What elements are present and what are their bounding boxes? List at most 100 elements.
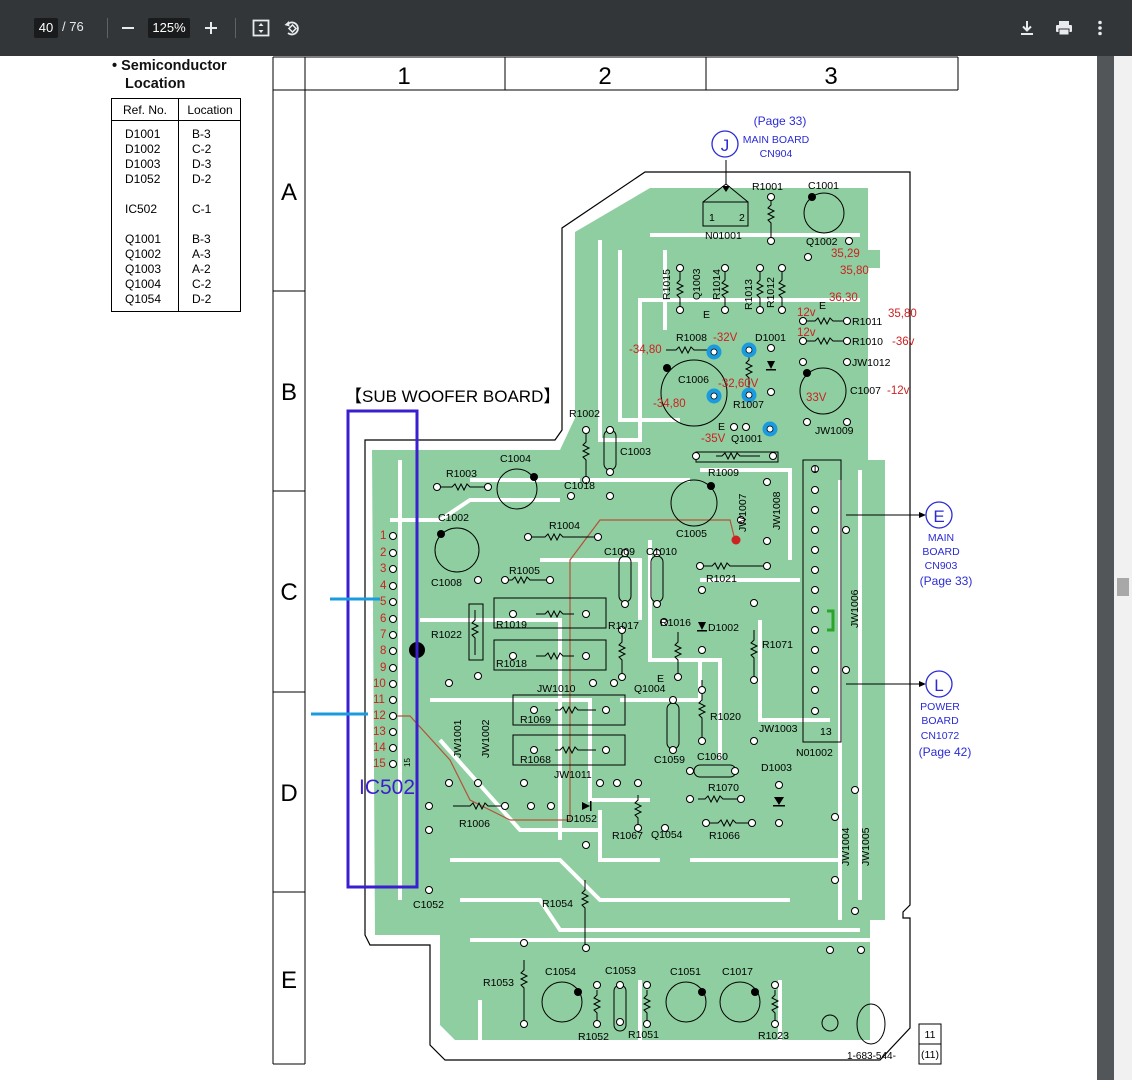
connector-j-page: (Page 33)	[754, 114, 807, 128]
voltage-label: -12v	[887, 385, 910, 397]
zoom-input[interactable]: 125%	[148, 18, 190, 38]
polarity-markers	[409, 193, 816, 996]
plus-icon	[205, 22, 217, 34]
more-actions-button[interactable]	[1088, 16, 1112, 40]
label-r1006: R1006	[459, 818, 490, 830]
document-page: • Semiconductor Location Ref. No. Locati…	[0, 56, 1097, 1080]
label-r1001: R1001	[752, 181, 783, 193]
connector-e-line1: MAIN	[928, 532, 954, 544]
label-r1011: R1011	[852, 316, 882, 328]
voltage-label: 12v	[797, 327, 816, 339]
grid-row-d: D	[280, 780, 297, 807]
download-icon	[1021, 21, 1033, 35]
label-jw1003: JW1003	[759, 723, 798, 735]
connector-l-circle	[925, 670, 953, 698]
label-jw1009: JW1009	[815, 425, 854, 437]
label-c1001: C1001	[808, 180, 839, 192]
voltage-label: 35,80	[840, 265, 869, 277]
connector-e-cn: CN903	[925, 560, 958, 572]
grid-row-c: C	[280, 579, 297, 606]
voltage-label: -32V	[713, 332, 738, 344]
connector-pads	[811, 465, 850, 715]
connector-e-circle	[925, 501, 953, 529]
download-button[interactable]	[1015, 16, 1039, 40]
label-c1005: C1005	[676, 528, 707, 540]
label-r1053: R1053	[483, 977, 514, 989]
diodes	[582, 361, 785, 811]
voltage-label: -32,60V	[718, 378, 759, 390]
table-row-loc: B-3	[192, 127, 211, 141]
label-r1012: R1012	[765, 277, 777, 308]
ic-pin-numbers: 1 2 3 4 5 6 7 8 9 10 11 12 13 14 15	[373, 530, 387, 770]
label-r1068: R1068	[520, 754, 551, 766]
probe-centers	[710, 346, 774, 433]
pin-number: 13	[373, 726, 386, 738]
table-row-loc: D-3	[192, 157, 212, 171]
label-r1051: R1051	[628, 1029, 659, 1041]
table-row-ref: Q1003	[125, 262, 162, 276]
pin-15-marker: 15	[403, 758, 412, 767]
zoom-in-button[interactable]	[199, 16, 223, 40]
label-r1066: R1066	[709, 830, 740, 842]
label-jw1005: JW1005	[860, 827, 872, 866]
grid-col-3: 3	[824, 63, 837, 90]
label-r1008: R1008	[676, 332, 707, 344]
label-c1052: C1052	[413, 899, 444, 911]
table-row-ref: D1002	[125, 142, 161, 156]
label-q1002: Q1002	[806, 236, 838, 248]
label-r1016: R1016	[660, 617, 691, 629]
connector-l-line1: POWER	[920, 701, 960, 713]
label-r1017: R1017	[608, 620, 639, 632]
zoom-out-button[interactable]	[116, 16, 140, 40]
label-c1053: C1053	[605, 965, 636, 977]
green-bracket	[827, 609, 835, 632]
label-c1006: C1006	[678, 374, 709, 386]
table-row-loc: A-2	[192, 262, 211, 276]
label-jw1011: JW1011	[554, 769, 592, 781]
label-r1009: R1009	[708, 467, 739, 479]
connector-j-board: MAIN BOARD	[743, 134, 810, 146]
voltage-label: -35V	[701, 433, 726, 445]
part-number: 1-683-544-	[847, 1051, 896, 1062]
label-c1018: C1018	[564, 480, 595, 492]
print-button[interactable]	[1052, 16, 1076, 40]
pin-number: 15	[373, 758, 386, 770]
voltage-label: 35,29	[831, 248, 860, 260]
grid-frame	[272, 56, 959, 1065]
scrollbar[interactable]	[1114, 56, 1132, 1080]
ic-highlight-box	[346, 409, 419, 889]
label-r1054: R1054	[542, 898, 573, 910]
connector-e-page: (Page 33)	[920, 574, 973, 588]
pin-number: 7	[380, 629, 386, 641]
voltage-label: 12v	[797, 307, 816, 319]
rotate-button[interactable]	[280, 16, 304, 40]
table-row-ref: Q1054	[125, 292, 162, 306]
ic-pads	[389, 532, 397, 768]
label-r1002: R1002	[569, 408, 600, 420]
label-e: E	[718, 421, 725, 433]
label-r1013: R1013	[743, 279, 755, 310]
table-row-ref: D1001	[125, 127, 161, 141]
table-row-ref: IC502	[125, 202, 158, 216]
fit-page-button[interactable]	[249, 16, 273, 40]
label-jw1010: JW1010	[537, 683, 576, 695]
table-header: Ref. No. Location	[112, 99, 240, 121]
semiconductor-title: • Semiconductor Location	[112, 57, 227, 93]
table-row-ref: Q1004	[125, 277, 162, 291]
pcb-copper	[372, 188, 885, 1040]
label-c1009: C1009	[604, 546, 635, 558]
grid-row-b: B	[281, 379, 297, 406]
label-q1004: Q1004	[634, 683, 666, 695]
label-c1054: C1054	[545, 966, 576, 978]
label-q1001: Q1001	[731, 433, 763, 445]
voltage-label: 33V	[806, 392, 827, 404]
scrollbar-thumb[interactable]	[1117, 578, 1129, 596]
label-jw1006: JW1006	[849, 589, 861, 628]
label-jw1007: JW1007	[737, 493, 749, 532]
pin-number: 6	[380, 613, 386, 625]
table-row-loc: D-2	[192, 172, 212, 186]
page-number-input[interactable]: 40	[34, 18, 58, 38]
pin-number: 2	[380, 547, 386, 559]
label-r1014: R1014	[711, 269, 723, 300]
label-c1059: C1059	[654, 754, 685, 766]
